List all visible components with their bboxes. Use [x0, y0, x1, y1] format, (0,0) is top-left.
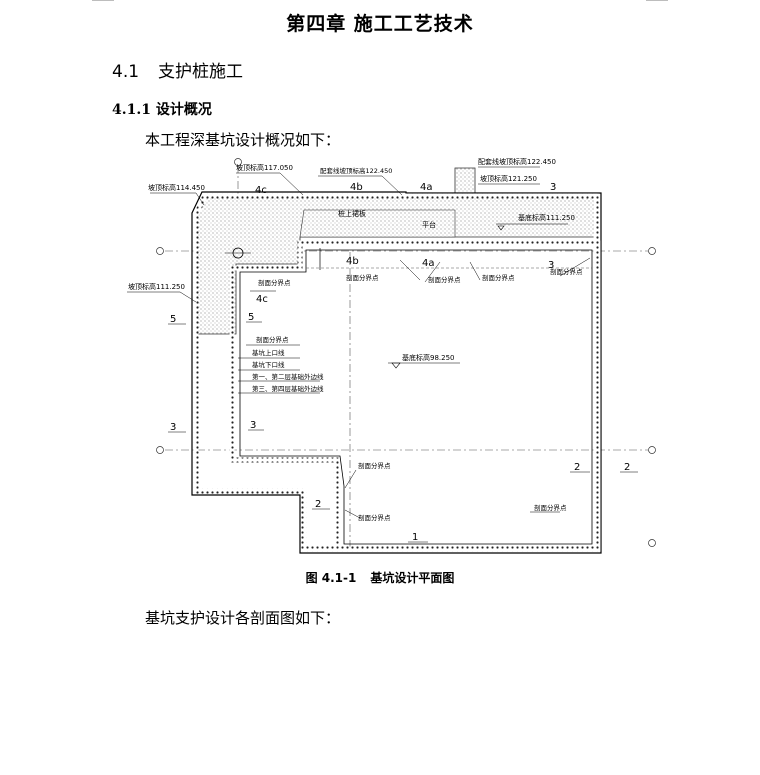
figure-caption: 图 4.1-1 基坑设计平面图 [0, 569, 760, 586]
legend-item: 第一、第二层基础外边线 [252, 372, 324, 381]
section-mark: 5 [248, 312, 254, 323]
elev-label-right-inner: 基底标高111.250 [518, 213, 575, 222]
elev-label-top-right-2: 坡顶标高121.250 [480, 174, 537, 183]
foundation-pit-plan-drawing: 坡顶标高114.450 坡顶标高117.050 配套线坡顶标高122.450 配… [127, 157, 656, 554]
section-mark: 3 [250, 420, 256, 431]
section-mark: 2 [315, 499, 321, 510]
section-title: 支护桩施工 [158, 62, 243, 82]
figure-caption-number: 图 4.1-1 [305, 571, 357, 585]
elev-label-pit-bottom: 基底标高98.250 [402, 353, 455, 362]
section-mark: 3 [550, 182, 556, 193]
boundary-label: 剖面分界点 [428, 275, 461, 284]
boundary-label: 剖面分界点 [550, 267, 583, 276]
section-mark: 4a [422, 258, 435, 269]
section-heading: 4.1 支护桩施工 [112, 57, 243, 82]
chapter-title: 第四章 施工工艺技术 [286, 13, 474, 35]
section-marks: 4c 4b 4a 3 4b 4a 3 4c 5 5 3 3 2 2 2 1 [170, 182, 630, 543]
subsection-heading: 4.1.1 设计概况 [112, 102, 212, 118]
intro-paragraph: 本工程深基坑设计概况如下： [145, 131, 341, 149]
pit-bottom-line [239, 249, 593, 545]
boundary-label: 剖面分界点 [256, 335, 289, 344]
header-rule-right [646, 0, 668, 1]
boundary-label: 剖面分界点 [346, 273, 379, 282]
section-mark: 5 [170, 314, 176, 325]
legend-item: 基坑下口线 [252, 360, 285, 369]
elev-label-top-left: 坡顶标高114.450 [148, 183, 205, 192]
legend-lines: 基坑上口线 基坑下口线 第一、第二层基础外边线 第三、第四层基础外边线 [252, 348, 324, 393]
elev-label-left-outer: 坡顶标高111.250 [128, 282, 185, 291]
section-mark: 2 [574, 462, 580, 473]
boundary-label: 剖面分界点 [358, 513, 391, 522]
axis-bubbles [156, 158, 656, 547]
header-rule-left [92, 0, 114, 1]
boundary-labels: 剖面分界点 剖面分界点 剖面分界点 剖面分界点 剖面分界点 剖面分界点 剖面分界… [256, 267, 583, 522]
leader-lines [127, 166, 591, 519]
section-mark: 4c [255, 185, 267, 196]
outro-paragraph: 基坑支护设计各剖面图如下： [145, 609, 341, 627]
legend-item: 基坑上口线 [252, 348, 285, 357]
section-mark: 3 [548, 260, 554, 271]
pile-wall-inner [229, 240, 601, 552]
section-number: 4.1 [112, 62, 140, 82]
boundary-label: 剖面分界点 [358, 461, 391, 470]
elev-label-top-right-1: 配套线坡顶标高122.450 [478, 157, 556, 166]
legend-item: 第三、第四层基础外边线 [252, 384, 324, 393]
elev-label-top-mid: 配套线坡顶标高122.450 [320, 166, 392, 175]
boundary-label: 剖面分界点 [534, 503, 567, 512]
section-mark: 4b [350, 182, 363, 193]
label-platform: 平台 [422, 220, 436, 229]
section-mark: 2 [624, 462, 630, 473]
elev-label-top-center: 坡顶标高117.050 [236, 163, 293, 172]
section-mark: 3 [170, 422, 176, 433]
pit-outer-line [191, 191, 602, 554]
boundary-label: 剖面分界点 [258, 278, 291, 287]
section-mark: 1 [412, 532, 418, 543]
section-mark: 4b [346, 256, 359, 267]
section-mark: 4a [420, 182, 433, 193]
label-pile-top: 桩上裙板 [338, 209, 366, 218]
figure-caption-title: 基坑设计平面图 [370, 571, 455, 585]
section-mark: 4c [256, 294, 268, 305]
boundary-label: 剖面分界点 [482, 273, 515, 282]
